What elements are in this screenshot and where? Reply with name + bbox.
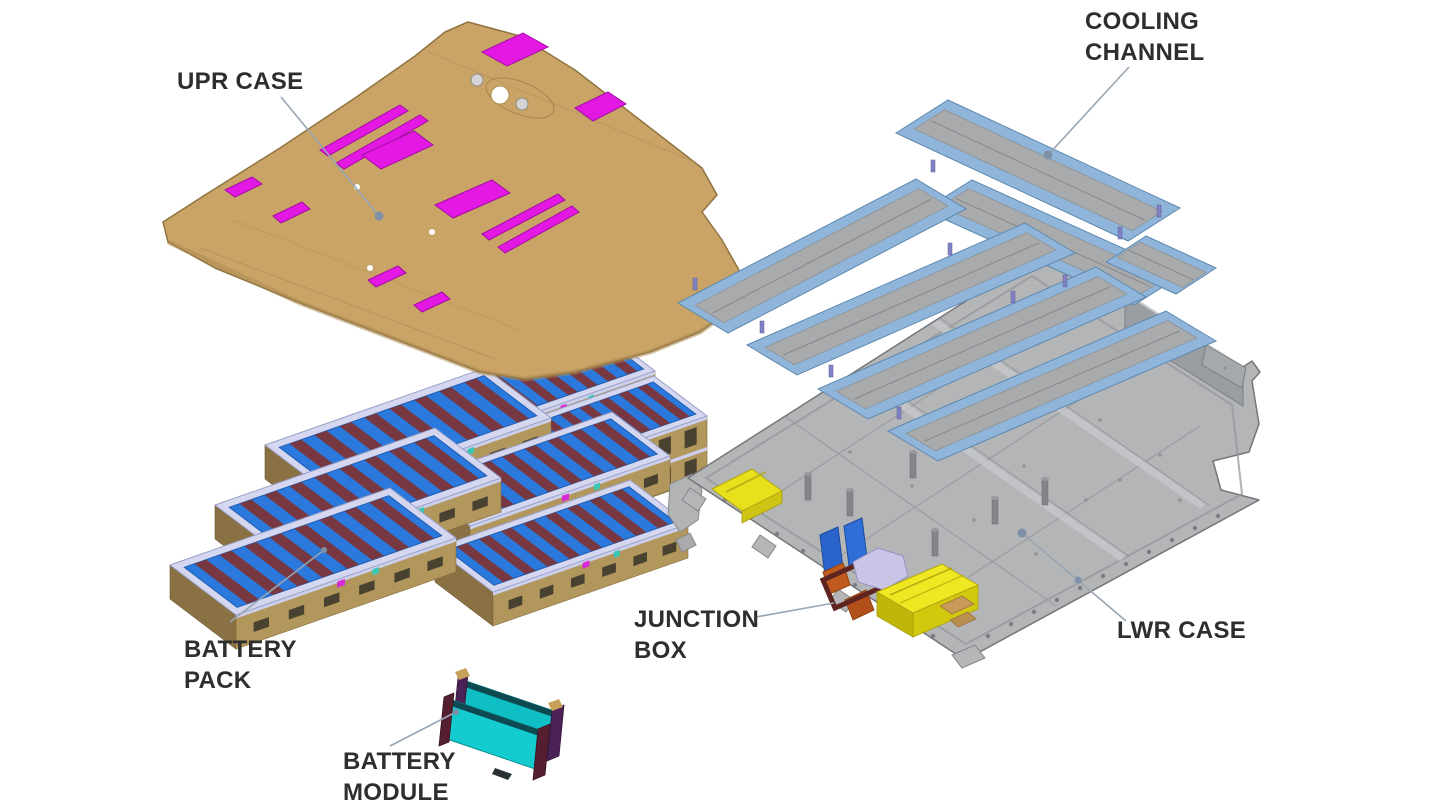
- label-battery-module-line: BATTERY: [343, 748, 456, 775]
- case-post: [991, 497, 999, 525]
- label-junction-box: JUNCTION BOX: [634, 604, 759, 666]
- label-lwr-case-line: LWR CASE: [1117, 617, 1247, 644]
- channel-stud: [1117, 226, 1123, 240]
- label-cooling-channel: COOLING CHANNEL: [1085, 6, 1204, 68]
- channel-stud: [828, 364, 834, 378]
- junction-box-part: [711, 468, 980, 638]
- case-post: [909, 451, 917, 479]
- upr-case-holes: [353, 183, 436, 272]
- battery-pack-part: [168, 328, 709, 650]
- lwr-case-details: [722, 318, 1227, 639]
- channel-stud: [896, 406, 902, 420]
- label-battery-module: BATTERY MODULE: [343, 746, 456, 808]
- channel-stud: [1010, 290, 1016, 304]
- case-post: [1041, 478, 1049, 506]
- label-upr-case: UPR CASE: [177, 66, 303, 97]
- leader-upr-case: [280, 96, 380, 217]
- battery-module-in-pack: [168, 487, 458, 650]
- label-cooling-channel-line: COOLING: [1085, 8, 1200, 35]
- label-battery-pack-line: BATTERY: [184, 636, 297, 663]
- leader-dots: [321, 150, 1082, 715]
- label-lwr-case: LWR CASE: [1117, 615, 1246, 646]
- label-battery-module-line: MODULE: [343, 779, 449, 806]
- leader-battery-pack: [229, 549, 325, 623]
- battery-module-in-pack: [433, 479, 690, 627]
- upr-case-part: [162, 21, 741, 382]
- channel-stud: [692, 277, 698, 291]
- cooling-channel-panel: [816, 266, 1148, 420]
- label-battery-pack-line: PACK: [184, 667, 252, 694]
- upr-case-fittings: [470, 73, 555, 119]
- case-post: [846, 489, 854, 517]
- leader-junction-box: [755, 602, 835, 618]
- cooling-channel-panel: [676, 178, 968, 334]
- channel-stud: [759, 320, 765, 334]
- cooling-channel-panel: [894, 99, 1182, 242]
- label-upr-case-line: UPR CASE: [177, 68, 304, 95]
- cooling-channel-panel: [1104, 235, 1218, 295]
- channel-stud: [1156, 204, 1162, 218]
- channel-stud: [930, 159, 936, 173]
- upr-case-highlight-patches: [224, 32, 627, 313]
- leader-battery-module: [389, 711, 457, 747]
- small-bracket-part: [667, 473, 703, 553]
- label-cooling-channel-line: CHANNEL: [1085, 39, 1205, 66]
- channel-stud: [947, 242, 953, 256]
- case-post: [804, 473, 812, 501]
- leader-cooling-channel: [1047, 66, 1130, 156]
- leader-lines: [229, 66, 1130, 747]
- label-junction-box-line: BOX: [634, 637, 687, 664]
- cooling-channel-part: [676, 99, 1218, 462]
- battery-module-part: [438, 668, 565, 781]
- leader-lwr-case: [1021, 532, 1127, 622]
- cooling-channel-panel: [745, 222, 1077, 376]
- cooling-channel-panel: [886, 310, 1218, 462]
- case-post: [931, 529, 939, 557]
- label-battery-pack: BATTERY PACK: [184, 634, 297, 696]
- label-junction-box-line: JUNCTION: [634, 606, 760, 633]
- channel-stud: [1062, 274, 1068, 288]
